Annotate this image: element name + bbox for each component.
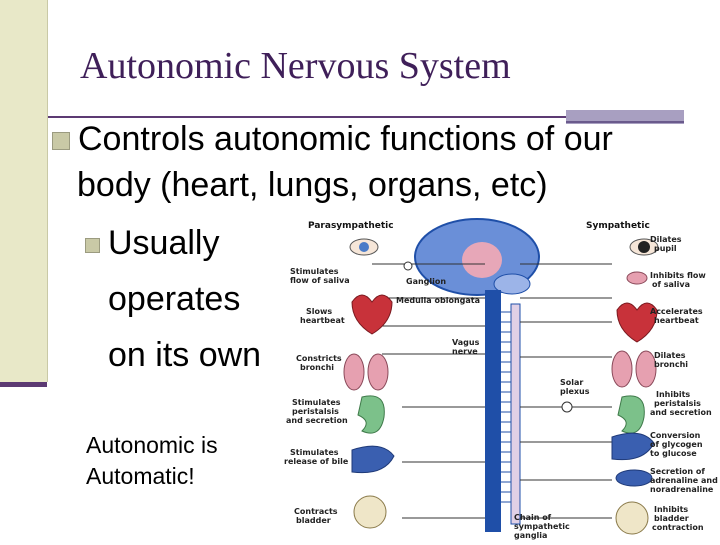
label-of-glycogen: of glycogen (650, 440, 703, 449)
label-heartbeat: heartbeat (300, 316, 345, 325)
label-bronchi-right: bronchi (654, 360, 688, 369)
ganglion-marker (403, 261, 413, 271)
adrenal-gland-icon (615, 469, 653, 487)
lung-right-icon (367, 353, 389, 391)
note-line-1: Autonomic is (86, 432, 218, 458)
parasympathetic-nerves (372, 263, 485, 519)
liver-icon (351, 445, 395, 474)
bullet-item-1-continued: body (heart, lungs, organs, etc) (77, 166, 548, 204)
label-adrenaline: adrenaline and (650, 476, 718, 485)
label-peristalsis: peristalsis (292, 407, 339, 416)
label-and-secretion: and secretion (286, 416, 348, 425)
lung-right-icon (635, 350, 657, 388)
parasympathetic-header: Parasympathetic (308, 221, 394, 231)
note-line-2: Automatic! (86, 463, 195, 489)
nervous-system-diagram: Parasympathetic Sympathetic (282, 212, 720, 540)
bullet-item-2-line3: on its own (108, 336, 262, 374)
label-heartbeat-right: heartbeat (654, 316, 699, 325)
label-bladder-right: bladder (654, 514, 689, 523)
slide-left-band-edge (47, 0, 48, 382)
sympathetic-chain (510, 303, 521, 525)
label-ganglion: Ganglion (406, 277, 446, 286)
iris-icon (359, 242, 369, 252)
label-dilates-bronchi: Dilates (654, 351, 686, 360)
label-bladder: bladder (296, 516, 331, 525)
lung-left-icon (611, 350, 633, 388)
lung-left-icon (343, 353, 365, 391)
label-contracts: Contracts (294, 507, 338, 516)
label-noradrenaline: noradrenaline (650, 485, 714, 494)
salivary-gland-icon (626, 271, 648, 285)
label-dilates: Dilates (650, 235, 682, 244)
title-rule-accent (566, 110, 684, 124)
label-solar: Solar (560, 378, 583, 387)
sympathetic-header: Sympathetic (586, 221, 650, 231)
bullet-item-1: Controls autonomic functions of our (52, 120, 613, 159)
bladder-icon (615, 501, 649, 535)
bullet-item-2: Usually (85, 224, 219, 263)
label-nerve: nerve (452, 347, 478, 356)
label-stimulates-saliva-2: flow of saliva (290, 276, 350, 285)
slide-left-band (0, 0, 47, 382)
label-constricts: Constricts (296, 354, 342, 363)
label-stimulates-bile: Stimulates (290, 448, 339, 457)
label-and-secretion-right: and secretion (650, 408, 712, 417)
label-ganglia: ganglia (514, 531, 547, 540)
label-secretion-of: Secretion of (650, 467, 705, 476)
dilated-pupil-icon (638, 241, 650, 253)
label-stimulates-saliva: Stimulates (290, 267, 339, 276)
label-contraction: contraction (652, 523, 704, 532)
brain-midbrain-icon (462, 242, 502, 278)
label-medulla-oblongata: Medulla oblongata (396, 296, 480, 305)
note-text: Autonomic is Automatic! (86, 430, 218, 492)
label-peristalsis-right: peristalsis (654, 399, 701, 408)
label-inhibits: Inhibits (656, 390, 690, 399)
label-stimulates-peristalsis: Stimulates (292, 398, 341, 407)
label-release-of-bile: release of bile (284, 457, 349, 466)
heart-icon (616, 302, 658, 343)
label-inhibits-bladder: Inhibits (654, 505, 688, 514)
title-rule (48, 116, 566, 118)
solar-plexus-marker (561, 401, 573, 413)
label-accelerates: Accelerates (650, 307, 703, 316)
bullet-text: Usually (108, 224, 220, 262)
bullet-text: Controls autonomic functions of our (78, 120, 613, 158)
label-conversion: Conversion (650, 431, 701, 440)
bullet-square-icon (85, 237, 100, 253)
label-pupil: pupil (654, 244, 677, 253)
bladder-icon (353, 495, 387, 529)
label-plexus: plexus (560, 387, 590, 396)
bullet-item-2-line2: operates (108, 280, 241, 318)
label-sympathetic: sympathetic (514, 522, 570, 531)
spinal-cord (485, 290, 501, 532)
stomach-icon (357, 395, 385, 434)
label-slows: Slows (306, 307, 332, 316)
slide-title: Autonomic Nervous System (80, 45, 511, 87)
stomach-icon (617, 395, 645, 434)
bullet-square-icon (52, 132, 70, 151)
label-chain-of: Chain of (514, 513, 552, 522)
label-to-glucose: to glucose (650, 449, 697, 458)
title-rule-accent-line (566, 121, 684, 123)
label-bronchi: bronchi (300, 363, 334, 372)
heart-icon (351, 294, 393, 335)
slide-accent-bar (0, 382, 47, 387)
liver-icon (611, 432, 655, 461)
cerebellum-icon (493, 273, 531, 295)
diagram-svg: Parasympathetic Sympathetic (284, 218, 718, 540)
spinal-nerves (501, 311, 511, 503)
label-of-saliva: of saliva (652, 280, 690, 289)
label-vagus: Vagus (452, 338, 480, 347)
label-inhibits-flow: Inhibits flow (650, 271, 706, 280)
